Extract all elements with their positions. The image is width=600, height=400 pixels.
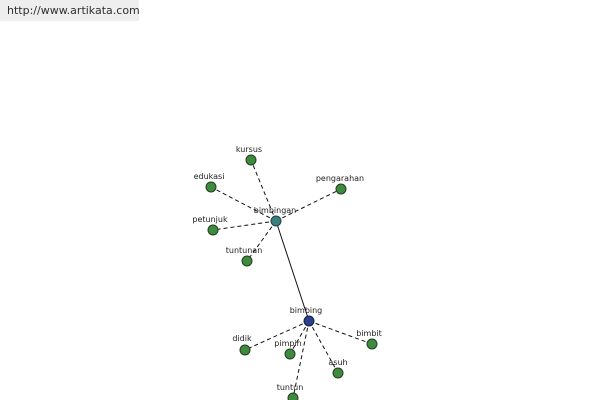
node-label-bimbing: bimbing bbox=[290, 306, 323, 315]
node-petunjuk[interactable]: petunjuk bbox=[192, 215, 228, 236]
node-label-bimbingan: bimbingan bbox=[254, 206, 297, 215]
graph-edges bbox=[210, 159, 373, 399]
node-label-pengarahan: pengarahan bbox=[316, 174, 364, 183]
edge-bimbingan-edukasi bbox=[210, 186, 277, 222]
node-label-tuntunan: tuntunan bbox=[226, 246, 263, 255]
node-tuntun[interactable]: tuntun bbox=[277, 383, 304, 400]
node-tuntunan[interactable]: tuntunan bbox=[226, 246, 263, 267]
edge-bimbing-asuh bbox=[308, 320, 339, 374]
node-label-bimbit: bimbit bbox=[356, 329, 382, 338]
edge-bimbing-pimpin bbox=[289, 320, 310, 355]
edge-bimbingan-pengarahan bbox=[275, 188, 342, 222]
edge-bimbing-tuntun bbox=[292, 320, 310, 399]
node-pengarahan[interactable]: pengarahan bbox=[316, 174, 364, 195]
node-bimbing[interactable]: bimbing bbox=[290, 306, 323, 327]
node-label-pimpin: pimpin bbox=[274, 339, 301, 348]
node-kursus[interactable]: kursus bbox=[236, 145, 262, 166]
node-asuh[interactable]: asuh bbox=[328, 358, 348, 379]
node-label-didik: didik bbox=[232, 334, 252, 343]
edge-bimbingan-bimbing bbox=[275, 220, 310, 322]
node-label-tuntun: tuntun bbox=[277, 383, 304, 392]
node-label-asuh: asuh bbox=[328, 358, 347, 367]
node-label-petunjuk: petunjuk bbox=[192, 215, 228, 224]
site-url[interactable]: http://www.artikata.com bbox=[0, 0, 140, 21]
node-label-kursus: kursus bbox=[236, 145, 262, 154]
node-edukasi[interactable]: edukasi bbox=[194, 172, 225, 193]
node-bimbingan[interactable]: bimbingan bbox=[254, 206, 297, 227]
edge-bimbingan-kursus bbox=[250, 159, 277, 222]
edge-bimbing-didik bbox=[244, 320, 310, 351]
node-didik[interactable]: didik bbox=[232, 334, 252, 356]
node-label-edukasi: edukasi bbox=[194, 172, 225, 181]
edge-bimbingan-petunjuk bbox=[212, 220, 277, 231]
node-bimbit[interactable]: bimbit bbox=[356, 329, 382, 350]
edge-bimbingan-tuntunan bbox=[246, 220, 277, 262]
node-pimpin[interactable]: pimpin bbox=[274, 339, 302, 360]
